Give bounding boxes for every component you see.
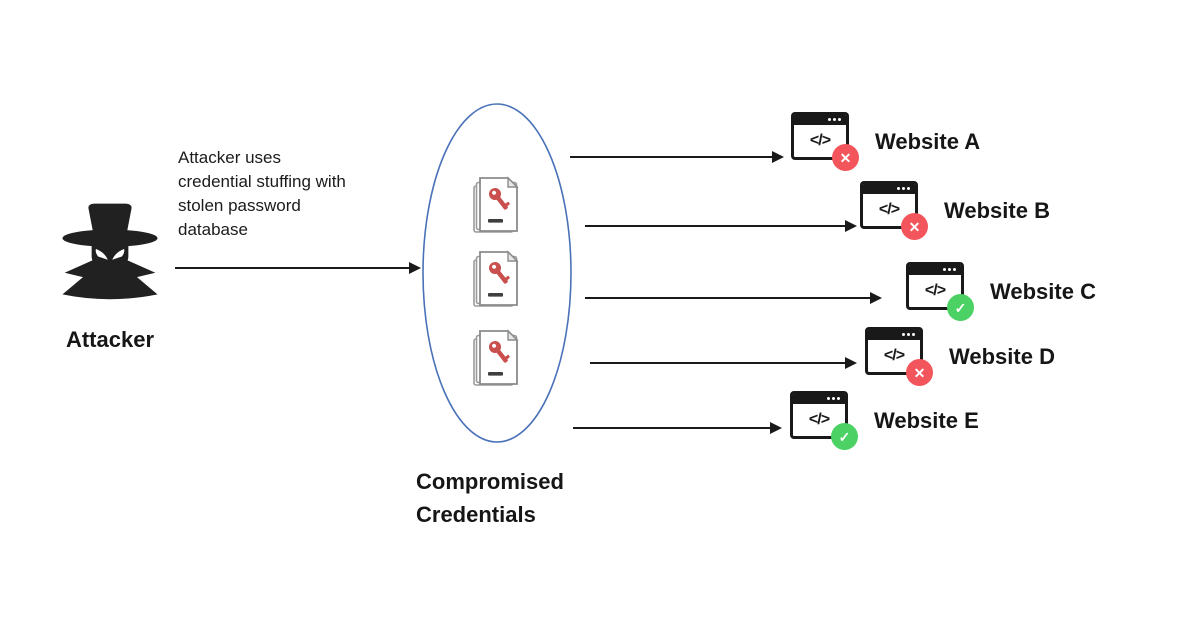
browser-window-icon: </> ✓ (790, 391, 858, 451)
titlebar-dots-icon (912, 333, 915, 336)
attack-description: Attacker uses credential stuffing with s… (178, 148, 346, 239)
website-a: </> ✕ Website A (791, 112, 980, 172)
attacker-label: Attacker (65, 327, 155, 352)
badge-glyph: ✕ (908, 218, 921, 235)
success-badge-icon: ✓ (831, 423, 858, 450)
credentials-label: Compromised Credentials (416, 469, 564, 527)
arrow-attacker-to-credentials (175, 262, 421, 274)
ellipse-outline (422, 103, 572, 443)
browser-titlebar (794, 115, 846, 125)
browser-content: </> (868, 340, 920, 372)
browser-window-icon: </> ✕ (791, 112, 859, 172)
website-label: Website E (874, 408, 979, 433)
arrow-to-website-d (590, 357, 857, 369)
website-label: Website B (944, 198, 1050, 223)
code-icon: </> (924, 282, 946, 299)
browser-titlebar (868, 330, 920, 340)
browser-window-icon: </> ✕ (865, 327, 933, 387)
credentials-ellipse (422, 103, 572, 443)
browser-titlebar (863, 184, 915, 194)
website-label: Website A (875, 129, 981, 154)
code-icon: </> (883, 347, 905, 364)
failed-badge-icon: ✕ (901, 213, 928, 240)
badge-glyph: ✕ (913, 364, 926, 381)
key-document-icon (473, 177, 518, 233)
failed-badge-icon: ✕ (906, 359, 933, 386)
key-document-icon (473, 330, 518, 386)
titlebar-dots-icon (953, 268, 956, 271)
code-icon: </> (878, 201, 900, 218)
browser-content: </> (793, 404, 845, 436)
arrow-to-website-e (573, 422, 782, 434)
website-e: </> ✓ Website E (790, 391, 979, 451)
key-document-icon (473, 251, 518, 307)
browser-window-icon: </> ✓ (906, 262, 974, 322)
browser-content: </> (794, 125, 846, 157)
browser-window: </> (865, 327, 923, 375)
arrow-to-website-c (585, 292, 882, 304)
code-icon: </> (808, 411, 830, 428)
browser-titlebar (793, 394, 845, 404)
badge-glyph: ✓ (838, 428, 851, 445)
browser-window: </> (906, 262, 964, 310)
arrow-to-website-a (570, 151, 784, 163)
arrow-to-website-b (585, 220, 857, 232)
website-b: </> ✕ Website B (860, 181, 1050, 241)
website-label: Website D (949, 344, 1055, 369)
website-d: </> ✕ Website D (865, 327, 1055, 387)
titlebar-dots-icon (907, 187, 910, 190)
browser-content: </> (909, 275, 961, 307)
failed-badge-icon: ✕ (832, 144, 859, 171)
website-label: Website C (990, 279, 1096, 304)
badge-glyph: ✕ (839, 149, 852, 166)
website-c: </> ✓ Website C (906, 262, 1096, 322)
badge-glyph: ✓ (954, 299, 967, 316)
code-icon: </> (809, 132, 831, 149)
success-badge-icon: ✓ (947, 294, 974, 321)
attacker-spy-icon (62, 203, 158, 300)
browser-titlebar (909, 265, 961, 275)
titlebar-dots-icon (837, 397, 840, 400)
browser-window-icon: </> ✕ (860, 181, 928, 241)
browser-content: </> (863, 194, 915, 226)
titlebar-dots-icon (838, 118, 841, 121)
